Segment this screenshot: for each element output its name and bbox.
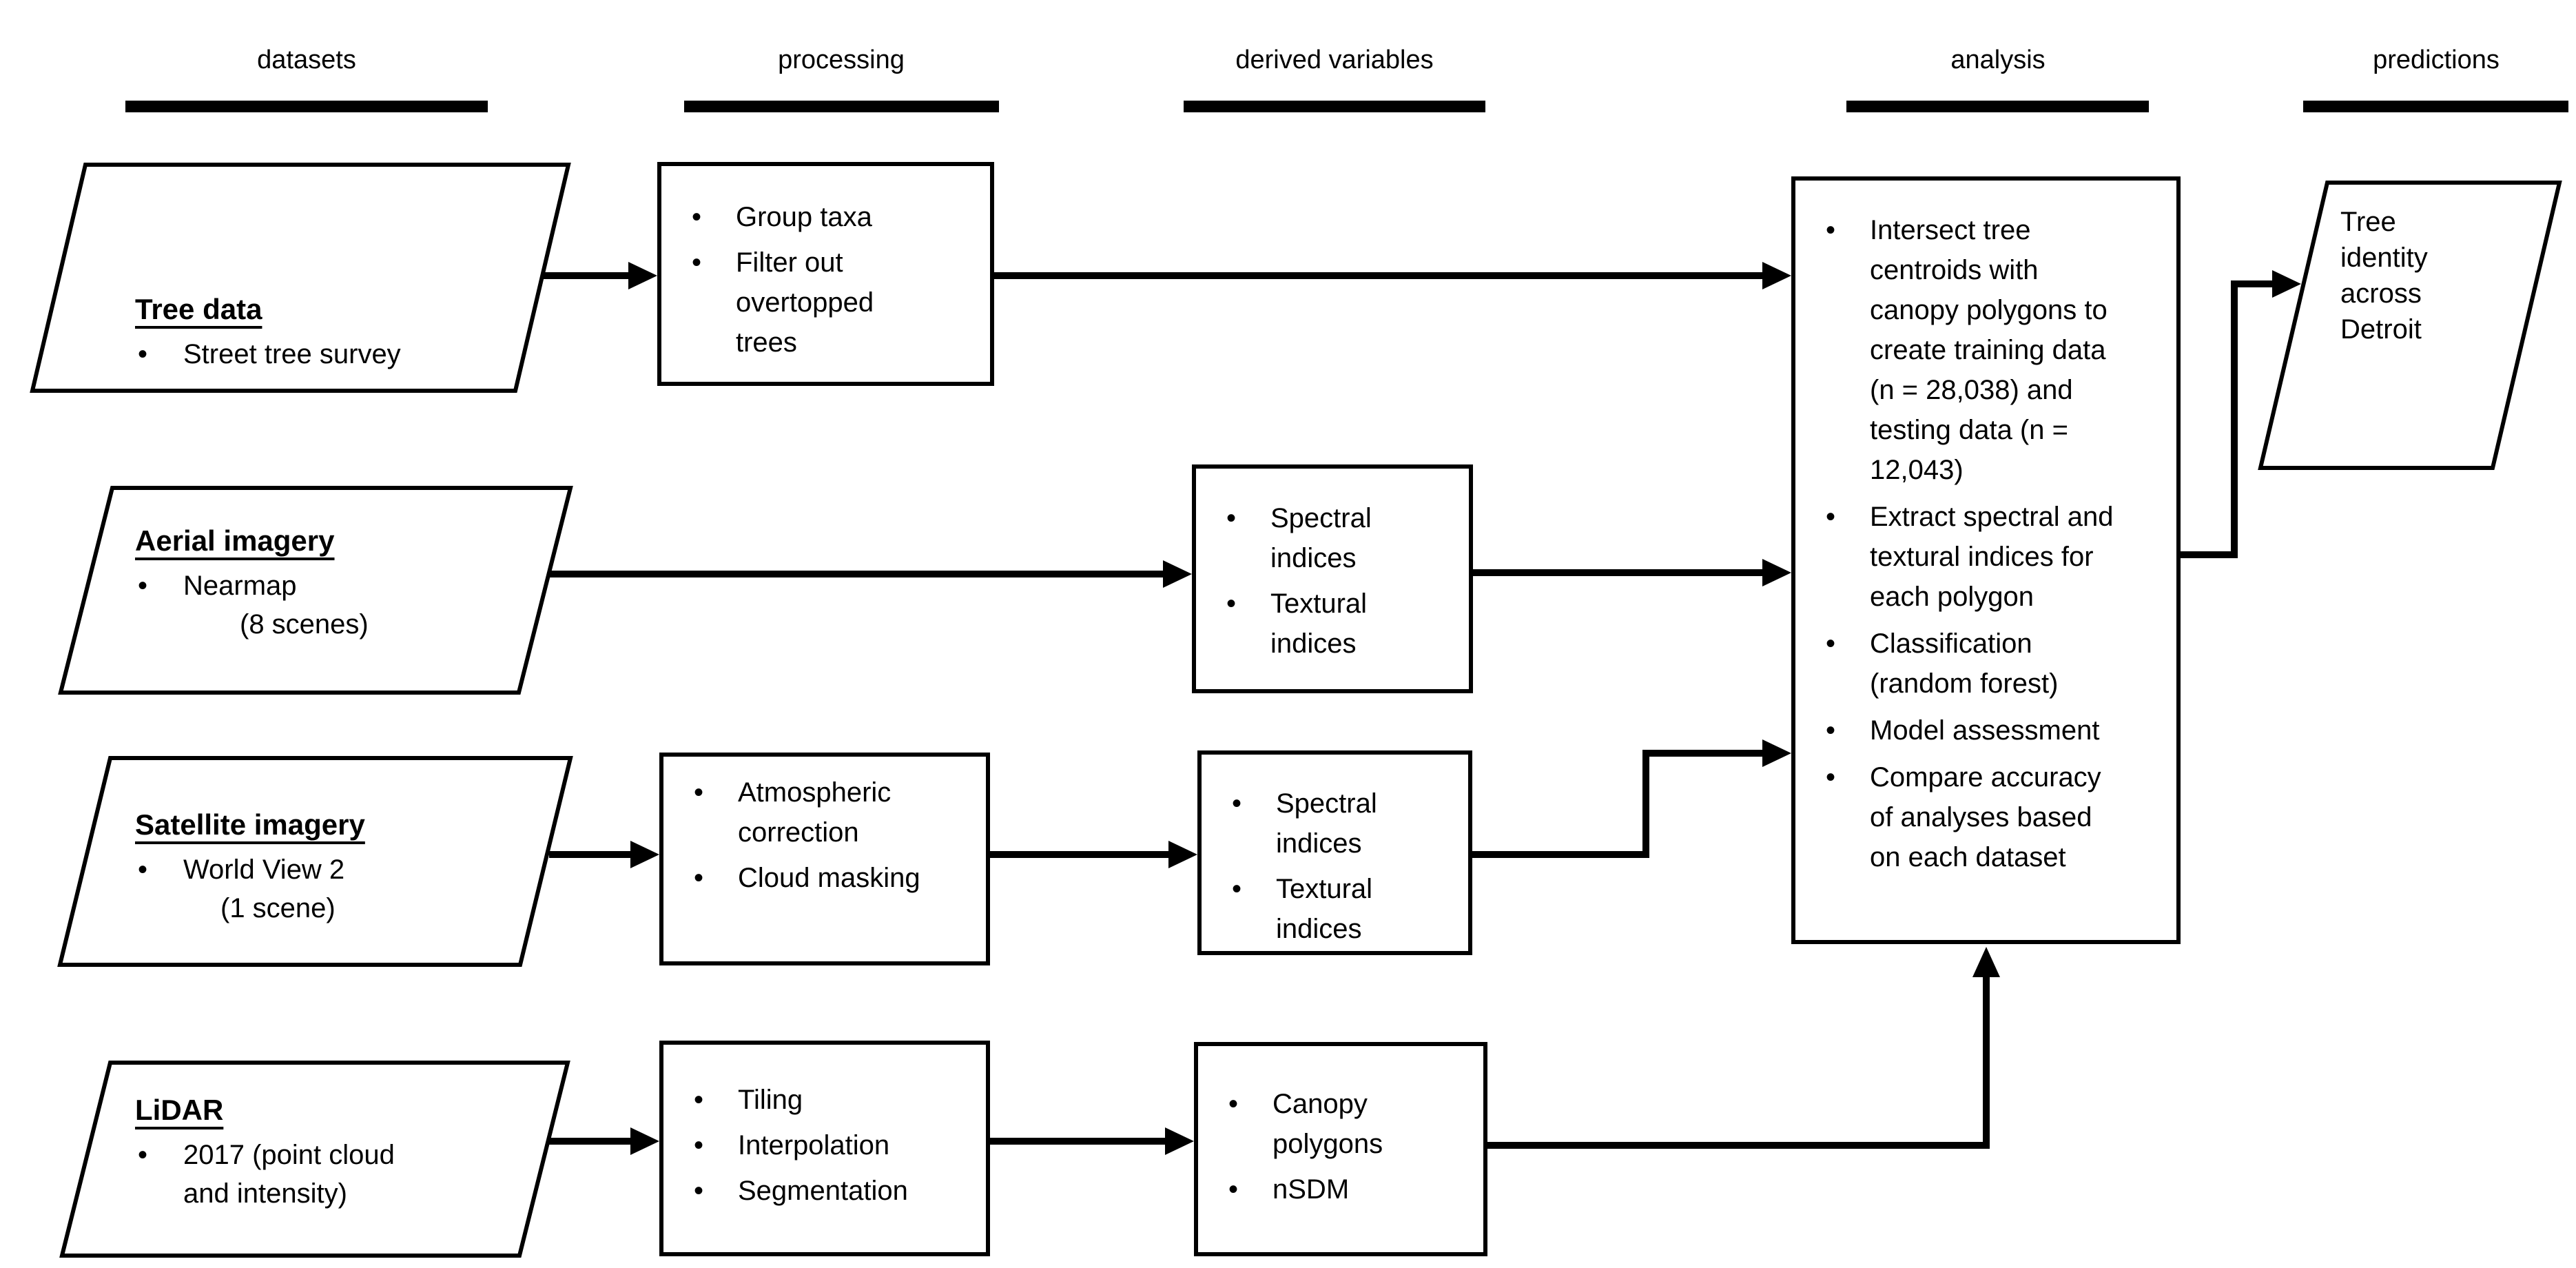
column-label-analysis: analysis: [1950, 45, 2046, 74]
arrow-tree-processing-to-analysis: [994, 262, 1791, 289]
satellite-processing-bullet: Cloud masking: [663, 858, 945, 898]
satellite-imagery-note: (1 scene): [220, 893, 336, 923]
satellite-derived-bullet: Textural indices: [1202, 869, 1407, 949]
lidar-derived-bullet: Canopy polygons: [1198, 1084, 1403, 1164]
lidar-processing-bullet: Tiling: [663, 1080, 945, 1120]
satellite-derived-bullet: Spectral indices: [1202, 784, 1407, 863]
arrow-lidar-to-processing: [548, 1127, 659, 1155]
lidar-processing-box: Tiling Interpolation Segmentation: [659, 1041, 990, 1256]
column-label-datasets: datasets: [257, 45, 356, 74]
column-underline-predictions: [2303, 101, 2568, 112]
arrow-lidar-processing-to-derived: [990, 1127, 1194, 1155]
lidar-derived-box: Canopy polygons nSDM: [1194, 1042, 1487, 1256]
analysis-bullet: Compare accuracy of analyses based on ea…: [1795, 757, 2114, 877]
arrow-analysis-to-predictions: [2181, 270, 2301, 558]
column-label-processing: processing: [778, 45, 905, 74]
column-label-derived-variables: derived variables: [1235, 45, 1434, 74]
aerial-derived-box: Spectral indices Textural indices: [1192, 464, 1473, 693]
aerial-imagery-title: Aerial imagery: [135, 524, 335, 557]
lidar-node: LiDAR 2017 (point cloud and intensity): [135, 1093, 411, 1213]
column-underline-datasets: [125, 101, 488, 112]
analysis-bullet: Model assessment: [1795, 710, 2114, 750]
arrow-satellite-derived-to-analysis: [1472, 739, 1791, 858]
aerial-derived-bullet: Spectral indices: [1196, 498, 1401, 578]
tree-data-node: Tree data Street tree survey: [135, 292, 401, 374]
lidar-processing-bullet: Interpolation: [663, 1125, 945, 1165]
column-label-predictions: predictions: [2373, 45, 2500, 74]
analysis-bullet: Classification (random forest): [1795, 624, 2114, 704]
column-underline-processing: [684, 101, 999, 112]
lidar-bullet: 2017 (point cloud and intensity): [135, 1136, 411, 1213]
lidar-processing-bullet: Segmentation: [663, 1171, 945, 1211]
arrow-lidar-derived-to-analysis: [1487, 947, 2000, 1149]
analysis-box: Intersect tree centroids with canopy pol…: [1791, 176, 2181, 944]
arrow-satellite-to-processing: [549, 841, 659, 868]
analysis-bullet: Intersect tree centroids with canopy pol…: [1795, 210, 2114, 490]
predictions-parallelogram: [2258, 181, 2562, 470]
arrow-satellite-processing-to-derived: [990, 841, 1197, 868]
arrow-aerial-derived-to-analysis: [1473, 559, 1791, 586]
predictions-node: Tree identity across Detroit: [2340, 207, 2428, 345]
satellite-processing-box: Atmospheric correction Cloud masking: [659, 753, 990, 965]
satellite-imagery-node: Satellite imagery World View 2 (1 scene): [135, 808, 365, 928]
aerial-imagery-note: (8 scenes): [240, 609, 369, 640]
aerial-derived-bullet: Textural indices: [1196, 584, 1401, 664]
tree-data-parallelogram: [30, 163, 571, 393]
lidar-derived-bullet: nSDM: [1198, 1169, 1403, 1209]
aerial-imagery-bullet: Nearmap: [135, 566, 369, 605]
satellite-imagery-bullet: World View 2: [135, 850, 365, 889]
tree-processing-bullet: Filter out overtopped trees: [661, 243, 942, 362]
aerial-imagery-node: Aerial imagery Nearmap (8 scenes): [135, 524, 369, 644]
arrow-tree-to-processing: [544, 262, 657, 289]
column-underline-derived-variables: [1184, 101, 1485, 112]
arrow-aerial-to-derived: [549, 560, 1192, 588]
satellite-derived-box: Spectral indices Textural indices: [1197, 750, 1472, 955]
column-underline-analysis: [1846, 101, 2149, 112]
tree-processing-box: Group taxa Filter out overtopped trees: [657, 162, 994, 386]
analysis-bullet: Extract spectral and textural indices fo…: [1795, 497, 2114, 617]
tree-data-bullet: Street tree survey: [135, 335, 401, 374]
tree-data-title: Tree data: [135, 293, 262, 325]
satellite-processing-bullet: Atmospheric correction: [663, 773, 945, 852]
satellite-imagery-title: Satellite imagery: [135, 808, 365, 841]
lidar-title: LiDAR: [135, 1094, 224, 1126]
tree-processing-bullet: Group taxa: [661, 197, 942, 237]
